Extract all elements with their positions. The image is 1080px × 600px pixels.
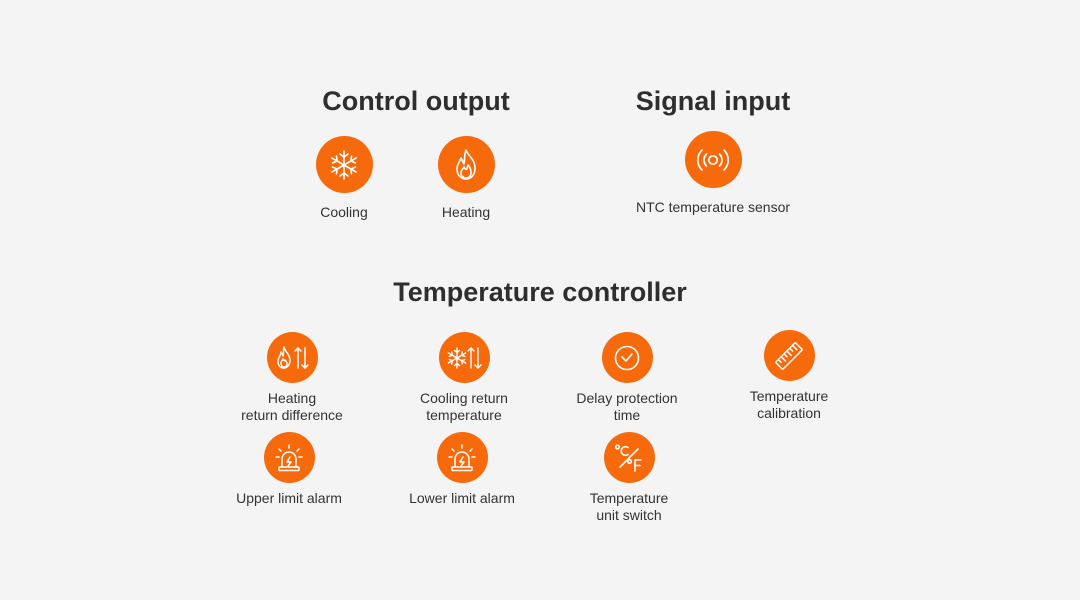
feature-label: Cooling return temperature [420,390,508,423]
feature-ntc-sensor: NTC temperature sensor [613,131,813,216]
feature-cooling: Cooling [244,136,444,221]
celsius-fahrenheit-icon [603,432,655,483]
feature-temperature-calibration: Temperature calibration [689,330,889,422]
feature-delay-protection-time: Delay protection time [527,332,727,424]
feature-heating-return-difference: Heating return difference [192,332,392,424]
alarm-light-icon [436,432,488,483]
feature-label: Heating [441,204,491,220]
alarm-light-icon [263,432,315,483]
feature-label: Delay protection time [576,390,678,423]
feature-temperature-unit-switch: Temperature unit switch [529,432,729,524]
cooling-return-icon [438,332,490,383]
feature-lower-limit-alarm: Lower limit alarm [362,432,562,507]
feature-label: Cooling [320,204,368,220]
feature-label: Temperature calibration [749,388,829,421]
signal-input-title: Signal input [635,86,791,116]
feature-upper-limit-alarm: Upper limit alarm [189,432,389,507]
feature-label: Upper limit alarm [236,490,342,506]
feature-label: Heating return difference [241,390,343,423]
control-output-title: Control output [322,86,510,116]
feature-heating: Heating [366,136,566,221]
temperature-controller-title: Temperature controller [393,277,687,307]
feature-label: NTC temperature sensor [635,199,791,215]
snowflake-icon [315,136,373,193]
heating-return-icon [266,332,318,383]
feature-cooling-return-temperature: Cooling return temperature [364,332,564,424]
flame-icon [437,136,495,193]
clock-icon [601,332,653,383]
feature-label: Lower limit alarm [409,490,515,506]
feature-label: Temperature unit switch [589,490,669,523]
sensor-signal-icon [684,131,742,188]
ruler-icon [763,330,815,381]
